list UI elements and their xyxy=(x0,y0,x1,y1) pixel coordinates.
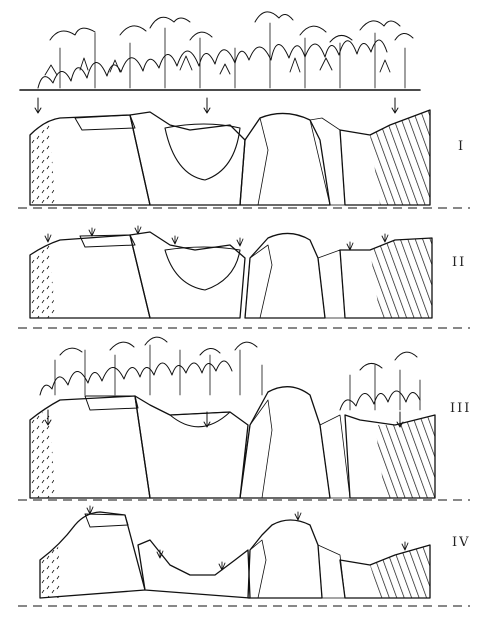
panel-label: III xyxy=(450,401,471,416)
shrub-icon xyxy=(346,241,354,251)
shrub-icon xyxy=(156,549,164,559)
tree-icon xyxy=(339,390,421,411)
panel-i-arrows xyxy=(34,97,399,114)
forest-left xyxy=(39,336,263,396)
shrub-icon xyxy=(294,511,302,521)
forest-right xyxy=(339,351,421,411)
panel-iii: III xyxy=(18,336,471,501)
panel-label: I xyxy=(458,139,465,154)
tree-icon xyxy=(37,39,388,89)
tree-icon xyxy=(39,360,233,396)
down-arrow-icon xyxy=(44,409,52,426)
canopy-top xyxy=(19,11,421,91)
shrub-icon xyxy=(88,227,96,237)
shrub-icon xyxy=(401,541,409,551)
panel-iv: IV xyxy=(18,505,471,607)
panel-label: IV xyxy=(452,535,471,550)
down-arrow-icon xyxy=(203,411,211,428)
shrub-icon xyxy=(218,561,226,571)
shrub-icon xyxy=(86,505,94,515)
shrub-icon xyxy=(44,233,52,243)
down-arrow-icon xyxy=(203,97,211,114)
down-arrow-icon xyxy=(396,411,404,428)
shrub-icon xyxy=(236,237,244,247)
shrub-icon xyxy=(381,233,389,243)
shrub-icon xyxy=(171,235,179,245)
panel-ii: II xyxy=(18,225,470,329)
down-arrow-icon xyxy=(34,97,42,114)
shrub-icon xyxy=(134,225,142,235)
panel-label: II xyxy=(452,255,466,270)
down-arrow-icon xyxy=(391,97,399,114)
panel-i: I xyxy=(18,109,470,209)
